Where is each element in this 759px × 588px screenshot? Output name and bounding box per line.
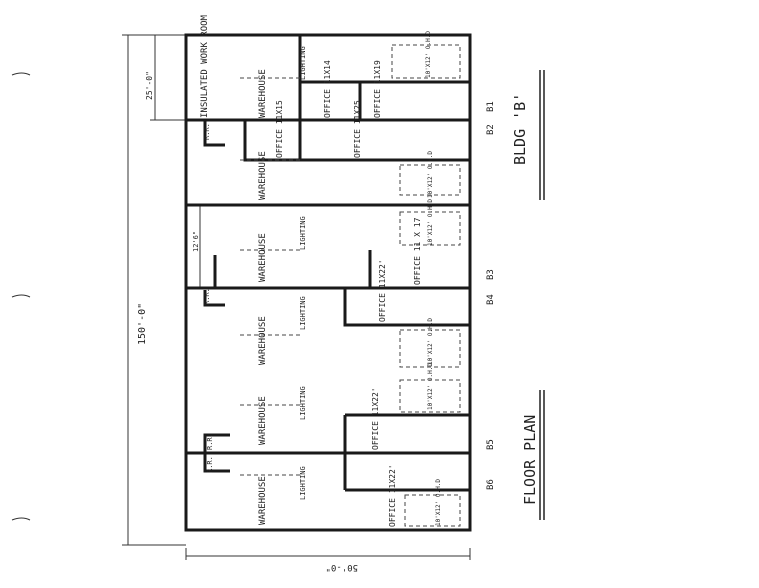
warehouse-label-1: WAREHOUSE: [258, 69, 268, 118]
office-11x22-label-2: OFFICE 11X22': [371, 387, 380, 450]
office-11x14-label: OFFICE 11X14: [323, 60, 332, 118]
restroom-label-1: R.R.: [203, 123, 211, 140]
lighting-label-1: LIGHTING: [299, 46, 307, 80]
lighting-label-3: LIGHTING: [299, 296, 307, 330]
ohd-label-2: 10'X12' O.H.D: [427, 151, 434, 198]
lighting-label-5: LIGHTING: [299, 466, 307, 500]
building-label: BLDG 'B': [511, 93, 529, 165]
bay-label-b5: B5: [486, 439, 496, 450]
lighting-label-4: LIGHTING: [299, 386, 307, 420]
warehouse-label-5: WAREHOUSE: [258, 396, 268, 445]
office-11x22-label-1: OFFICE 11X22': [378, 259, 387, 322]
restroom-label-3: R.R.: [206, 433, 214, 450]
title-underlines: [539, 70, 545, 520]
office-11x17-label: OFFICE 11 X 17: [413, 217, 422, 285]
office-11x25-label: OFFICE 11X25: [353, 100, 362, 158]
ohd-label-5: 10'X12' O.H.D: [427, 363, 434, 410]
floor-plan-title: FLOOR PLAN: [521, 415, 539, 505]
warehouse-label-2: WAREHOUSE: [258, 151, 268, 200]
corridor-dimension: 12'6": [192, 231, 200, 252]
bay-label-b2: B2: [486, 124, 496, 135]
insulated-work-room-label: INSULATED WORK ROOM: [200, 14, 210, 118]
lighting-label-2: LIGHTING: [299, 216, 307, 250]
warehouse-label-6: WAREHOUSE: [258, 476, 268, 525]
office-11x19-label: OFFICE 11X19: [373, 60, 382, 118]
office-11x15-label: OFFICE 11X15: [275, 100, 284, 158]
hole-punch-marks: [11, 72, 31, 521]
ohd-label-6: 10'X12' O.H.D: [435, 479, 442, 526]
top-unit-dimension: 25'-0": [145, 71, 154, 100]
warehouse-label-4: WAREHOUSE: [258, 316, 268, 365]
office-11x22-label-3: OFFICE 11X22': [388, 464, 397, 527]
length-dimension: 150'-0": [137, 303, 148, 345]
bay-label-b4: B4: [486, 294, 496, 305]
bay-label-b6: B6: [486, 479, 496, 490]
restroom-label-4: R.R.: [206, 456, 214, 473]
bay-label-b3: B3: [486, 269, 496, 280]
ohd-label-1: 10'X12' O.H.D: [425, 31, 432, 78]
width-dimension: 50'-0": [325, 562, 358, 572]
dimension-lines: [122, 34, 471, 560]
restroom-label-2: R.R.: [203, 288, 211, 305]
overhead-doors: [240, 44, 461, 527]
ohd-label-4: 10'X12' O.H.D: [427, 318, 434, 365]
warehouse-label-3: WAREHOUSE: [258, 233, 268, 282]
ohd-label-3: 10'X12' O.H.D: [427, 199, 434, 246]
building-outline: [184, 33, 472, 532]
bay-label-b1: B1: [486, 101, 496, 112]
